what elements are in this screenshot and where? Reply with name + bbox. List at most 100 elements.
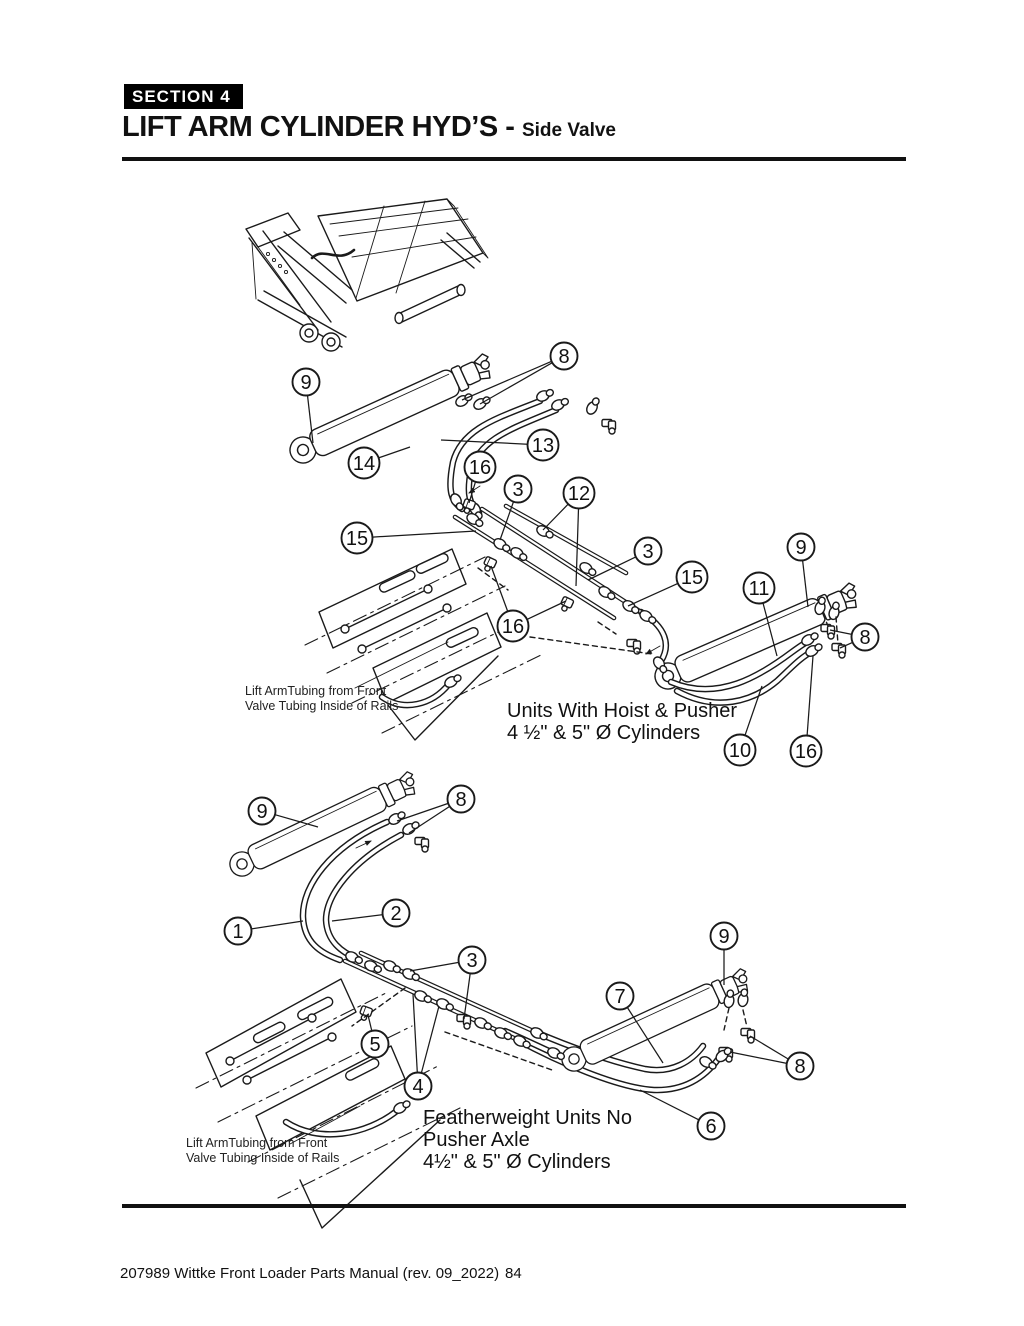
- callout-number-8: 8: [859, 627, 870, 649]
- callout-leader-12: [575, 508, 580, 587]
- callout-number-3: 3: [466, 950, 477, 972]
- callout-balloon-16: [463, 450, 497, 484]
- callout-balloon-16: [496, 609, 530, 643]
- callout-leader-6: [639, 1089, 700, 1121]
- callout-number-13: 13: [532, 435, 554, 457]
- lower-note-line2: Valve Tubing Inside of Rails: [186, 1150, 340, 1165]
- callout-leader-8: [829, 629, 852, 636]
- callout-balloon-11: [742, 571, 776, 605]
- title-main: LIFT ARM CYLINDER HYD’S -: [122, 111, 522, 143]
- callout-balloon-9: [709, 921, 739, 951]
- callout-balloon-15: [675, 560, 709, 594]
- callout-balloon-5: [360, 1029, 390, 1059]
- upper-fittings: [447, 386, 847, 676]
- upper-note-line2: Valve Tubing Inside of Rails: [245, 698, 399, 713]
- upper-note-line1: Lift ArmTubing from Front: [245, 684, 387, 698]
- upper-note: Lift ArmTubing from Front Valve Tubing I…: [245, 684, 398, 713]
- callout-leader-2: [331, 914, 383, 922]
- callout-leader-8: [408, 805, 451, 834]
- callout-leader-3: [409, 961, 459, 972]
- truck-illustration: [245, 198, 489, 352]
- upper-cylinder-left: [284, 350, 498, 469]
- callout-number-8: 8: [558, 346, 569, 368]
- callout-balloon-8: [549, 341, 579, 371]
- callout-leader-16: [490, 565, 509, 612]
- callout-balloon-7: [605, 981, 635, 1011]
- callout-number-15: 15: [681, 567, 703, 589]
- callout-leader-8: [479, 362, 553, 405]
- callout-number-3: 3: [642, 541, 653, 563]
- callout-balloon-4: [403, 1071, 433, 1101]
- callout-leader-3: [463, 973, 471, 1020]
- callout-leader-3: [499, 501, 515, 541]
- callout-balloon-8: [446, 784, 476, 814]
- footer-text: 207989 Wittke Front Loader Parts Manual …: [120, 1265, 500, 1282]
- callout-number-16: 16: [469, 457, 491, 479]
- callout-balloon-3: [457, 945, 487, 975]
- callout-number-6: 6: [705, 1116, 716, 1138]
- lower-caption-line3: 4½" & 5" Ø Cylinders: [423, 1151, 611, 1173]
- lower-note: Lift ArmTubing from Front Valve Tubing I…: [186, 1136, 339, 1165]
- callout-number-3: 3: [512, 479, 523, 501]
- lower-caption: Featherweight Units No Pusher Axle 4½" &…: [423, 1107, 632, 1173]
- callout-balloon-8: [785, 1051, 815, 1081]
- callout-balloon-2: [381, 898, 411, 928]
- callout-leader-8: [461, 360, 552, 401]
- callout-balloon-16: [789, 734, 823, 768]
- header-rule: [122, 157, 906, 161]
- callout-number-5: 5: [369, 1034, 380, 1056]
- callout-number-8: 8: [794, 1056, 805, 1078]
- callout-balloon-12: [562, 476, 596, 510]
- upper-rails-panel: [304, 548, 544, 741]
- upper-caption-line2: 4 ½" & 5" Ø Cylinders: [507, 722, 701, 744]
- upper-note-leader: [354, 641, 449, 689]
- callout-number-12: 12: [568, 483, 590, 505]
- callout-number-4: 4: [412, 1076, 423, 1098]
- callout-leader-8: [396, 802, 449, 822]
- callout-balloon-8: [850, 622, 880, 652]
- callout-balloon-9: [786, 532, 816, 562]
- callout-leader-4: [420, 1005, 440, 1074]
- upper-caption-line1: Units With Hoist & Pusher: [507, 700, 738, 722]
- callout-leader-8: [749, 1035, 789, 1060]
- callout-number-11: 11: [749, 578, 770, 600]
- callout-number-16: 16: [502, 616, 524, 638]
- callout-number-16: 16: [795, 741, 817, 763]
- callout-leader-10: [744, 685, 763, 736]
- callout-balloon-14: [347, 446, 381, 480]
- callout-leader-15: [372, 530, 477, 538]
- callout-leader-13: [440, 439, 528, 445]
- callout-balloon-9: [247, 796, 277, 826]
- callout-leader-9: [306, 395, 314, 444]
- page-title: LIFT ARM CYLINDER HYD’S - Side Valve: [122, 111, 616, 144]
- callout-number-10: 10: [729, 740, 751, 762]
- callout-leader-5: [367, 1014, 373, 1032]
- callout-leader-16: [806, 655, 814, 736]
- callout-leader-8: [729, 1051, 787, 1065]
- callout-leader-7: [626, 1007, 664, 1064]
- callout-leader-9: [801, 560, 809, 608]
- upper-caption: Units With Hoist & Pusher 4 ½" & 5" Ø Cy…: [507, 700, 737, 744]
- callout-leader-3: [587, 556, 637, 581]
- lower-fittings: [343, 808, 756, 1073]
- callout-leader-16: [468, 481, 477, 504]
- callout-number-1: 1: [232, 921, 243, 943]
- callout-leader-14: [378, 446, 411, 459]
- lower-note-line1: Lift ArmTubing from Front: [186, 1136, 328, 1150]
- callout-leader-15: [627, 582, 679, 607]
- callout-balloon-3: [633, 536, 663, 566]
- callout-balloon-3: [503, 474, 533, 504]
- callout-balloon-1: [223, 916, 253, 946]
- callout-number-9: 9: [718, 926, 729, 948]
- lower-rails-panel: [195, 978, 463, 1229]
- callout-leader-11: [762, 602, 778, 657]
- lower-note-leader: [289, 1105, 361, 1145]
- callout-number-2: 2: [390, 903, 401, 925]
- callout-number-9: 9: [300, 372, 311, 394]
- callout-number-9: 9: [256, 801, 267, 823]
